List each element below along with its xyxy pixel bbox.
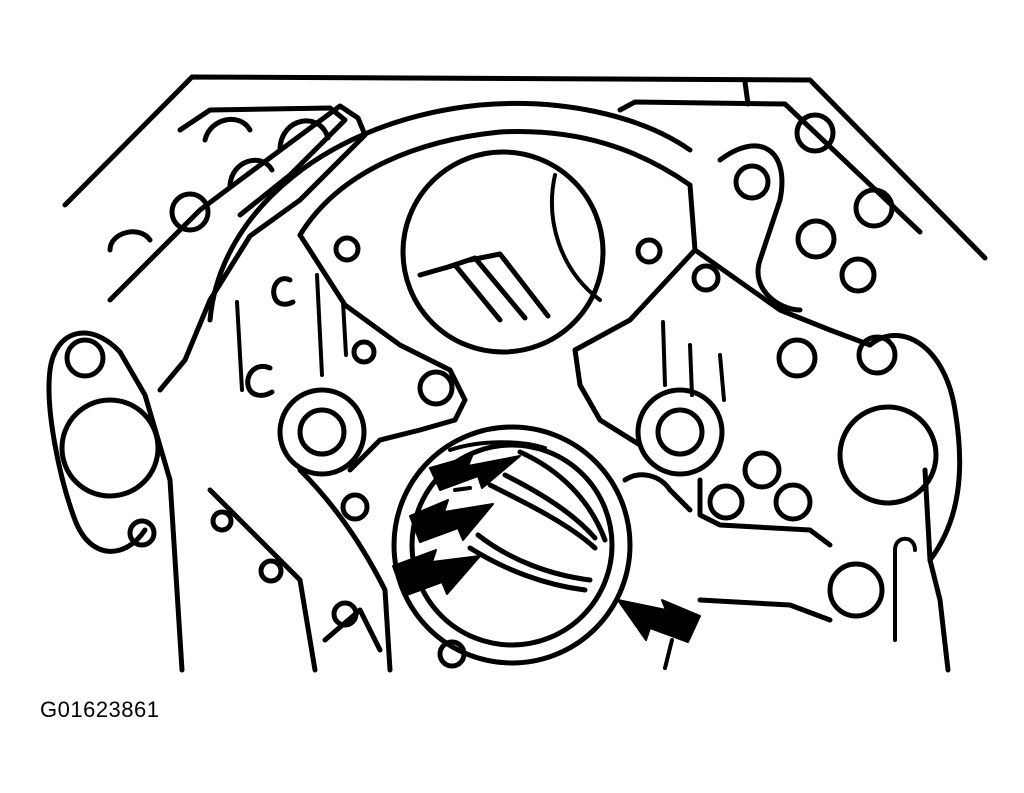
callout-arrow-1 bbox=[429, 455, 521, 491]
lower-bottom-line bbox=[697, 597, 833, 623]
right-ear-bolt-hole bbox=[856, 334, 898, 376]
callout-arrow-4 bbox=[617, 599, 701, 643]
lower-left-hole-a bbox=[210, 509, 234, 533]
left-vertical-line-b bbox=[315, 273, 324, 377]
right-plate-lower bbox=[697, 477, 833, 548]
right-boss-outer bbox=[635, 387, 725, 477]
left-small-hole bbox=[127, 518, 157, 548]
top-plate-step bbox=[742, 79, 751, 107]
right-mid-hole bbox=[691, 263, 721, 293]
lower-right-hole-a bbox=[742, 450, 782, 490]
block-left-edge bbox=[117, 349, 185, 673]
center-plate-outline bbox=[297, 232, 468, 473]
top-plate-inner-line bbox=[617, 99, 923, 235]
right-hole-c bbox=[795, 218, 837, 260]
lower-bottom-tick bbox=[663, 638, 674, 670]
callout-arrow-2 bbox=[409, 499, 494, 543]
right-hole-b bbox=[853, 187, 895, 229]
left-bracket-outline bbox=[107, 103, 368, 393]
lower-right-plate bbox=[622, 472, 693, 513]
upper-left-partial-circle-d bbox=[107, 229, 153, 253]
lower-right-hole-b bbox=[707, 483, 745, 521]
callout-arrow-3 bbox=[392, 549, 481, 597]
camshaft-bore-inner-arc bbox=[550, 173, 602, 302]
right-plate-outline bbox=[692, 247, 873, 348]
seal-ring-arc-4 bbox=[475, 532, 593, 583]
right-vertical-line-a bbox=[661, 320, 667, 387]
right-dowel-bore bbox=[837, 404, 939, 506]
center-plate-right bbox=[572, 182, 698, 448]
left-ear-bolt-hole bbox=[64, 337, 106, 379]
lower-left-hole-b bbox=[258, 558, 284, 584]
upper-left-partial-circle-c bbox=[227, 157, 275, 188]
right-boss-inner bbox=[655, 407, 705, 457]
figure-id-label: G01623861 bbox=[40, 697, 160, 722]
left-partial-hole bbox=[271, 276, 296, 307]
right-plate-curve bbox=[717, 143, 803, 313]
right-vertical-line-c bbox=[718, 353, 726, 402]
right-hole-e bbox=[776, 337, 818, 379]
center-mid-hole bbox=[351, 339, 377, 365]
block-outer-outline bbox=[62, 74, 988, 261]
center-left-small-hole bbox=[333, 235, 361, 263]
block-right-edge bbox=[922, 467, 951, 673]
right-vertical-line-b bbox=[688, 343, 694, 397]
center-plate-bolt-hole bbox=[417, 369, 455, 407]
lower-left-hole-c bbox=[340, 492, 370, 522]
lower-left-diagonal bbox=[207, 487, 318, 673]
right-top-hole bbox=[794, 112, 836, 154]
timing-cover-inner-arc bbox=[297, 129, 693, 238]
upper-left-partial-circle-a bbox=[202, 117, 253, 143]
camshaft-gear-teeth bbox=[417, 251, 551, 323]
left-dowel-bore bbox=[59, 397, 161, 499]
seal-ring-top-arc bbox=[448, 440, 547, 452]
left-vertical-line-c bbox=[341, 300, 348, 357]
crank-seal-bore-outer bbox=[391, 424, 633, 666]
left-lower-partial-hole bbox=[245, 364, 275, 398]
center-right-small-hole bbox=[635, 237, 663, 265]
left-boss-inner bbox=[297, 407, 347, 457]
seal-ring-arc-3 bbox=[502, 472, 598, 541]
seal-ring-arc-1 bbox=[517, 449, 608, 543]
timing-cover-arc bbox=[207, 100, 693, 323]
left-bracket-inner bbox=[177, 105, 348, 218]
seal-ring-arc-2 bbox=[487, 482, 598, 551]
right-lower-hook bbox=[893, 536, 917, 642]
left-ear-outline bbox=[46, 330, 148, 554]
right-hole-d bbox=[839, 256, 877, 294]
right-ear-outline bbox=[867, 333, 963, 563]
seal-ring-arc-5 bbox=[467, 545, 588, 593]
lower-left-inner-curve bbox=[297, 467, 393, 673]
camshaft-bore bbox=[400, 149, 606, 355]
left-boss-outer bbox=[277, 387, 367, 477]
lower-right-hole-c bbox=[773, 482, 813, 522]
left-vertical-line-a bbox=[235, 300, 244, 392]
crank-seal-bore-inner bbox=[409, 442, 615, 648]
seal-ring-dash bbox=[453, 486, 472, 492]
lower-left-bracket bbox=[322, 607, 383, 653]
upper-left-bolt-hole bbox=[169, 191, 211, 233]
upper-left-partial-circle-b bbox=[277, 118, 331, 153]
right-lower-hole bbox=[827, 561, 885, 619]
right-hole-a bbox=[733, 163, 771, 201]
